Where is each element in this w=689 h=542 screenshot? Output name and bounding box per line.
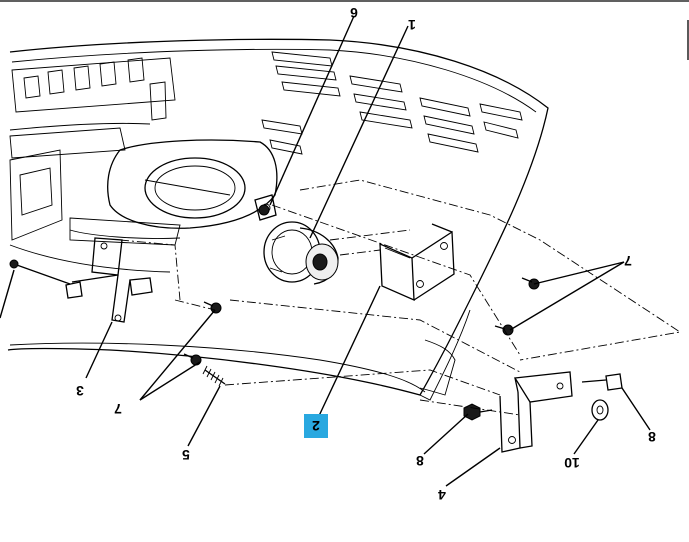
bumper-fascia bbox=[7, 38, 549, 401]
fog-lamp-assembly bbox=[263, 221, 339, 285]
fog-lamp-recess bbox=[69, 139, 278, 246]
callout-2-highlight bbox=[304, 414, 328, 438]
callout-3: 3 bbox=[76, 383, 84, 399]
leader-lines bbox=[0, 15, 651, 487]
lamp-bracket-left bbox=[65, 237, 153, 323]
callout-8-right: 8 bbox=[648, 429, 656, 445]
lamp-bracket-lower-right bbox=[499, 371, 573, 453]
callout-2: 2 bbox=[312, 418, 320, 434]
assembly-lines bbox=[119, 179, 682, 416]
callout-7-right: 7 bbox=[624, 253, 632, 269]
upper-grille-right bbox=[261, 51, 523, 155]
callout-8-left: 8 bbox=[416, 453, 424, 469]
callout-7-left: 7 bbox=[114, 401, 122, 417]
callout-labels: 1 2 3 4 5 6 7 7 8 8 10 bbox=[76, 5, 656, 503]
callout-1: 1 bbox=[408, 17, 416, 33]
callout-5: 5 bbox=[182, 447, 190, 463]
upper-grille-left bbox=[9, 57, 176, 159]
callout-6: 6 bbox=[350, 5, 358, 21]
lower-fascia bbox=[9, 149, 171, 273]
lamp-bracket-right bbox=[379, 223, 455, 302]
callout-4: 4 bbox=[438, 487, 446, 503]
callout-10: 10 bbox=[564, 455, 580, 471]
